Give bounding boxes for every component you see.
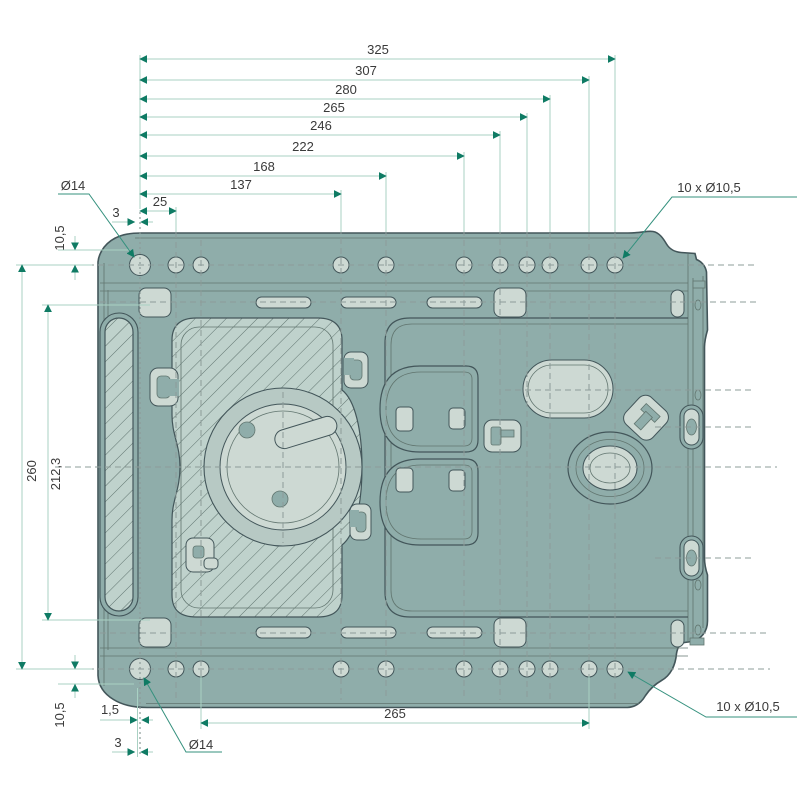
bottom-hole-row xyxy=(129,658,624,680)
cover-pin-hole xyxy=(238,421,256,439)
dim-top-25: 25 xyxy=(153,194,167,209)
clip xyxy=(349,503,372,541)
dim-bottom-265: 265 xyxy=(384,706,406,721)
edge-latch-upper xyxy=(679,404,704,450)
dim-left-212-3: 212,3 xyxy=(48,458,63,491)
retaining-clips xyxy=(149,351,669,573)
callouts: Ø14 10 x Ø10,5 Ø14 10 x Ø10,5 xyxy=(58,178,797,753)
dim-top-307: 307 xyxy=(355,63,377,78)
dim-top-265: 265 xyxy=(323,100,345,115)
dim-top-137: 137 xyxy=(230,177,252,192)
clip-bracket xyxy=(483,419,522,453)
clip-diamond xyxy=(623,394,669,441)
dim-top-246: 246 xyxy=(310,118,332,133)
dimensions-bottom: 10,5 1,5 3 265 xyxy=(52,655,590,757)
left-hatched-slot xyxy=(99,312,139,617)
centerlines xyxy=(55,63,777,757)
dim-top-222: 222 xyxy=(292,139,314,154)
dim-top-325: 325 xyxy=(367,42,389,57)
dim-bottom-3: 3 xyxy=(114,735,121,750)
seat-bracket-upper xyxy=(379,365,479,453)
cover-pin-hole xyxy=(271,490,289,508)
callout-bottom-right-10xd10-5: 10 x Ø10,5 xyxy=(716,699,780,714)
dim-top-3: 3 xyxy=(112,205,119,220)
dim-bottom-1-5: 1,5 xyxy=(101,702,119,717)
dim-left-10-5: 10,5 xyxy=(52,225,67,250)
bottom-pad-row xyxy=(138,617,685,648)
dimensions-left: 260 212,3 10,5 xyxy=(16,225,150,670)
dim-top-168: 168 xyxy=(253,159,275,174)
clip xyxy=(185,537,219,573)
dim-bottom-10-5: 10,5 xyxy=(52,702,67,727)
seat-bracket-lower xyxy=(379,458,479,546)
clip xyxy=(149,367,179,407)
clip xyxy=(343,351,369,389)
dim-top-280: 280 xyxy=(335,82,357,97)
dimensions-top: 325 307 280 265 246 222 168 137 25 3 xyxy=(112,42,616,232)
cover-handle xyxy=(274,415,338,450)
ring-boss xyxy=(567,431,653,505)
callout-top-right-10xd10-5: 10 x Ø10,5 xyxy=(677,180,741,195)
callout-top-left-d14: Ø14 xyxy=(61,178,86,193)
edge-latch-lower xyxy=(679,535,704,581)
oval-pad xyxy=(522,359,614,419)
callout-bottom-left-d14: Ø14 xyxy=(189,737,214,752)
dim-left-260: 260 xyxy=(24,460,39,482)
